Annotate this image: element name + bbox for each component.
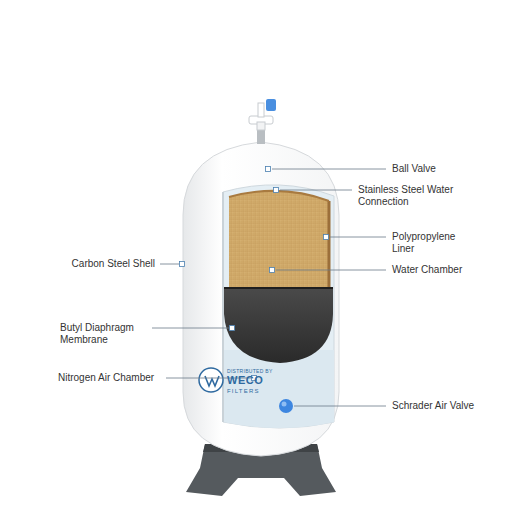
part-label: Butyl Diaphragm Membrane [60, 322, 146, 346]
part-label: Polypropylene Liner [392, 231, 472, 255]
part-label: Carbon Steel Shell [72, 258, 155, 270]
part-label: Ball Valve [392, 163, 436, 175]
part-label: Nitrogen Air Chamber [58, 372, 154, 384]
logo-text: DISTRIBUTED BY [227, 368, 273, 374]
part-label: Stainless Steel Water Connection [358, 184, 470, 208]
part-label: Water Chamber [392, 264, 462, 276]
logo-text: FILTERS [227, 388, 260, 395]
logo-text: WECO [227, 374, 263, 386]
part-label: Schrader Air Valve [392, 400, 474, 412]
